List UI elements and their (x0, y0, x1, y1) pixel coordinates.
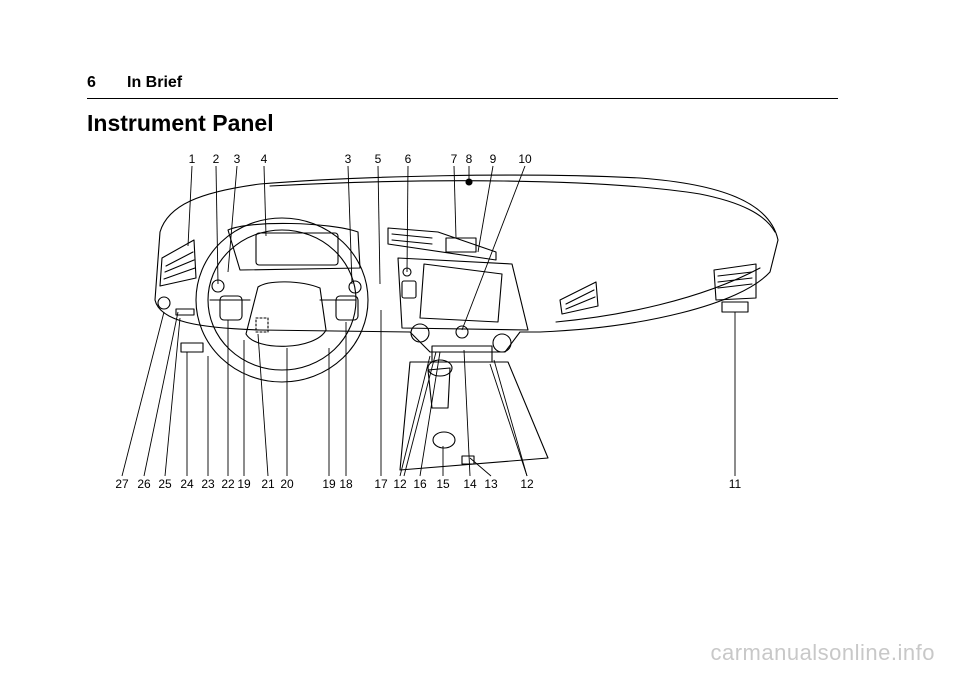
callout-20: 20 (280, 477, 294, 491)
callout-27: 27 (115, 477, 129, 491)
callout-17: 17 (374, 477, 388, 491)
drive-mode-selector (432, 431, 456, 449)
watermark: carmanualsonline.info (710, 640, 935, 665)
page-title: Instrument Panel (87, 110, 274, 136)
callout-19: 19 (237, 477, 251, 491)
left-air-vent (159, 239, 197, 287)
callout-14: 14 (463, 477, 477, 491)
center-controls (445, 237, 477, 253)
callout-6: 6 (405, 152, 412, 166)
right-wheel-controls (335, 295, 359, 321)
left-switch (175, 308, 195, 316)
dashboard-top-edge (269, 180, 776, 233)
center-vents (387, 227, 497, 261)
callout-11: 11 (729, 477, 742, 491)
left-climate-knob (410, 323, 430, 343)
headlamp-knob (157, 296, 171, 310)
instrument-panel-illustration: 1 2 3 4 3 5 6 7 8 9 10 27 26 25 24 23 22… (0, 140, 960, 510)
callout-24: 24 (180, 477, 194, 491)
glove-box-line (555, 267, 761, 323)
callout-25: 25 (158, 477, 172, 491)
callout-9: 9 (490, 152, 497, 166)
callout-10: 10 (518, 152, 532, 166)
section-title: In Brief (127, 74, 183, 91)
right-air-vent (713, 263, 757, 301)
steering-wheel-rim (195, 217, 369, 383)
knee-lever (180, 342, 204, 353)
center-console (399, 361, 549, 471)
callout-26: 26 (137, 477, 151, 491)
callout-23: 23 (201, 477, 215, 491)
right-inner-vent (559, 281, 599, 315)
dashboard-outline (154, 174, 779, 353)
right-climate-knob (492, 333, 512, 353)
left-wheel-controls (219, 295, 243, 321)
callout-2: 2 (213, 152, 220, 166)
center-bezel (397, 257, 529, 331)
console-switch (461, 455, 475, 465)
shift-knob (427, 359, 453, 377)
page-header: 6 In Brief (87, 72, 838, 99)
callout-3b: 3 (345, 152, 352, 166)
callout-21: 21 (261, 477, 275, 491)
screen-knob (455, 325, 469, 339)
callout-3: 3 (234, 152, 241, 166)
callout-15: 15 (436, 477, 450, 491)
callout-18: 18 (339, 477, 353, 491)
callout-5: 5 (375, 152, 382, 166)
callout-8: 8 (466, 152, 473, 166)
callout-4: 4 (261, 152, 268, 166)
page-number: 6 (87, 74, 96, 91)
shift-lever (427, 367, 451, 409)
right-paddle (348, 280, 362, 294)
instrument-panel-drawing: 1 2 3 4 3 5 6 7 8 9 10 27 26 25 24 23 22… (115, 152, 779, 491)
passenger-airbag-indicator (721, 301, 749, 313)
callout-7: 7 (451, 152, 458, 166)
callout-13: 13 (484, 477, 498, 491)
callout-12b: 12 (520, 477, 534, 491)
infotainment-screen (419, 263, 503, 323)
callout-19b: 19 (322, 477, 336, 491)
callout-1: 1 (189, 152, 196, 166)
callout-12: 12 (393, 477, 407, 491)
callout-16: 16 (413, 477, 427, 491)
ignition-button (401, 280, 417, 299)
callout-22: 22 (221, 477, 235, 491)
instrument-cluster (227, 222, 361, 271)
cluster-display (255, 232, 339, 266)
